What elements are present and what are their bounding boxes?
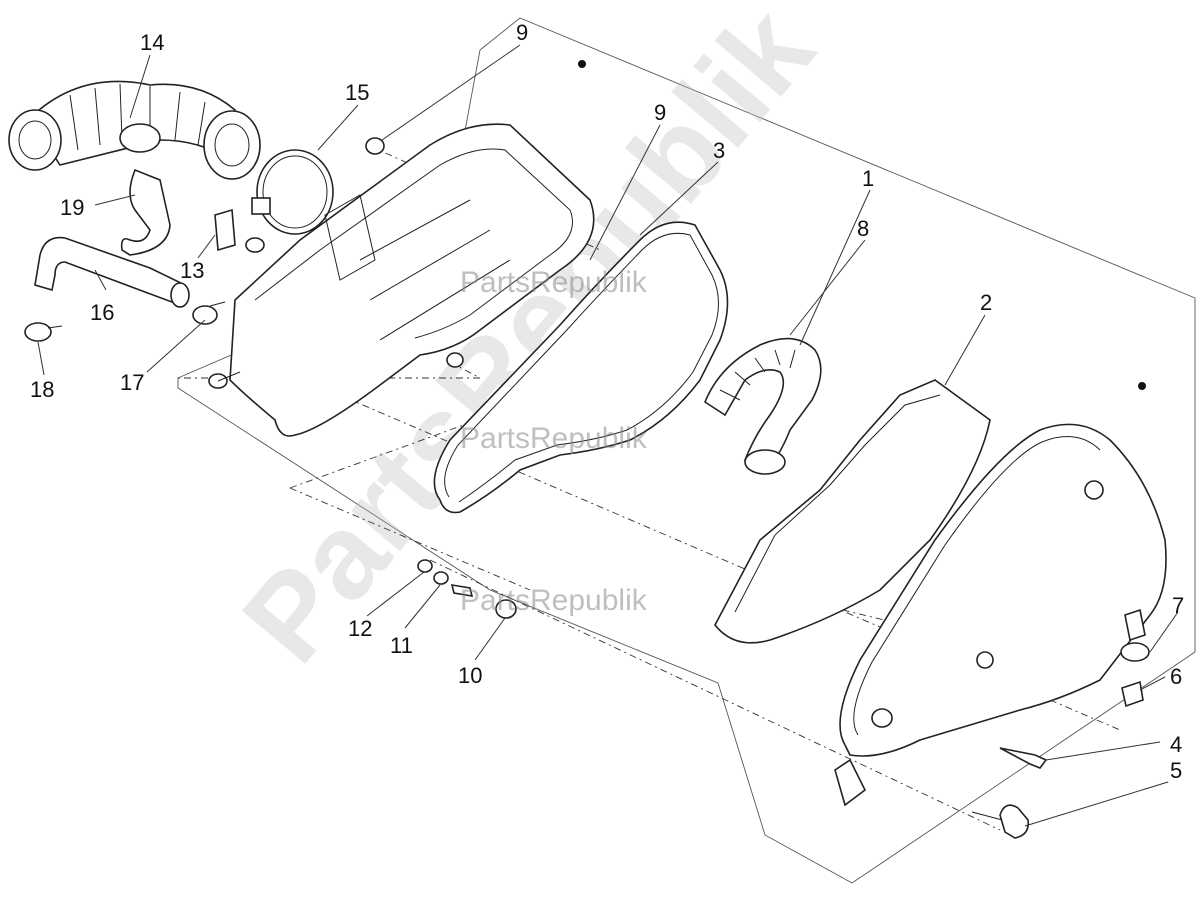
part-14-intake-duct [8, 80, 261, 180]
label-11: 11 [390, 633, 413, 658]
label-14: 14 [140, 30, 164, 55]
filter-cover [834, 423, 1167, 807]
label-17: 17 [120, 370, 144, 395]
label-5: 5 [1170, 758, 1182, 783]
label-15: 15 [345, 80, 369, 105]
label-19: 19 [60, 195, 84, 220]
part-17-clamp [192, 301, 226, 325]
part-18-clamp [24, 322, 63, 342]
label-2: 2 [980, 290, 992, 315]
marker-dot-upper [578, 60, 586, 68]
label-3: 3 [713, 138, 725, 163]
label-10: 10 [458, 663, 482, 688]
label-1: 1 [862, 166, 874, 191]
label-13: 13 [180, 258, 204, 283]
label-9-lower: 9 [654, 100, 666, 125]
label-12: 12 [348, 616, 372, 641]
watermark-1: PartsRepublik [460, 266, 648, 299]
label-6: 6 [1170, 664, 1182, 689]
part-12-washer [417, 559, 433, 573]
part-10-nut [495, 599, 517, 619]
filter-housing-lower [208, 123, 595, 437]
label-9-upper: 9 [516, 20, 528, 45]
label-7: 7 [1172, 593, 1184, 618]
watermark-3: PartsRepublik [460, 584, 648, 617]
watermark-2: PartsRepublik [460, 422, 648, 455]
part-8-snorkel [704, 337, 822, 475]
part-11-washer [433, 571, 449, 585]
label-8: 8 [857, 216, 869, 241]
part-5-screw [971, 804, 1030, 839]
label-16: 16 [90, 300, 114, 325]
part-16-breather-pipe [34, 236, 190, 308]
part-3-gasket [433, 221, 729, 514]
part-13-clip [214, 208, 265, 253]
part-2-filter-element [714, 379, 991, 644]
marker-dot-lower [1138, 382, 1146, 390]
part-9-bolt [450, 584, 474, 597]
part-6-cap [1121, 680, 1144, 708]
part-7-clamp [1120, 642, 1150, 662]
part-4-screw [999, 747, 1048, 769]
part-15-band-clamp [251, 149, 334, 235]
label-18: 18 [30, 377, 54, 402]
label-4: 4 [1170, 732, 1182, 757]
part-9-grommet-upper [365, 137, 385, 155]
part-19-elbow-hose [120, 168, 171, 256]
